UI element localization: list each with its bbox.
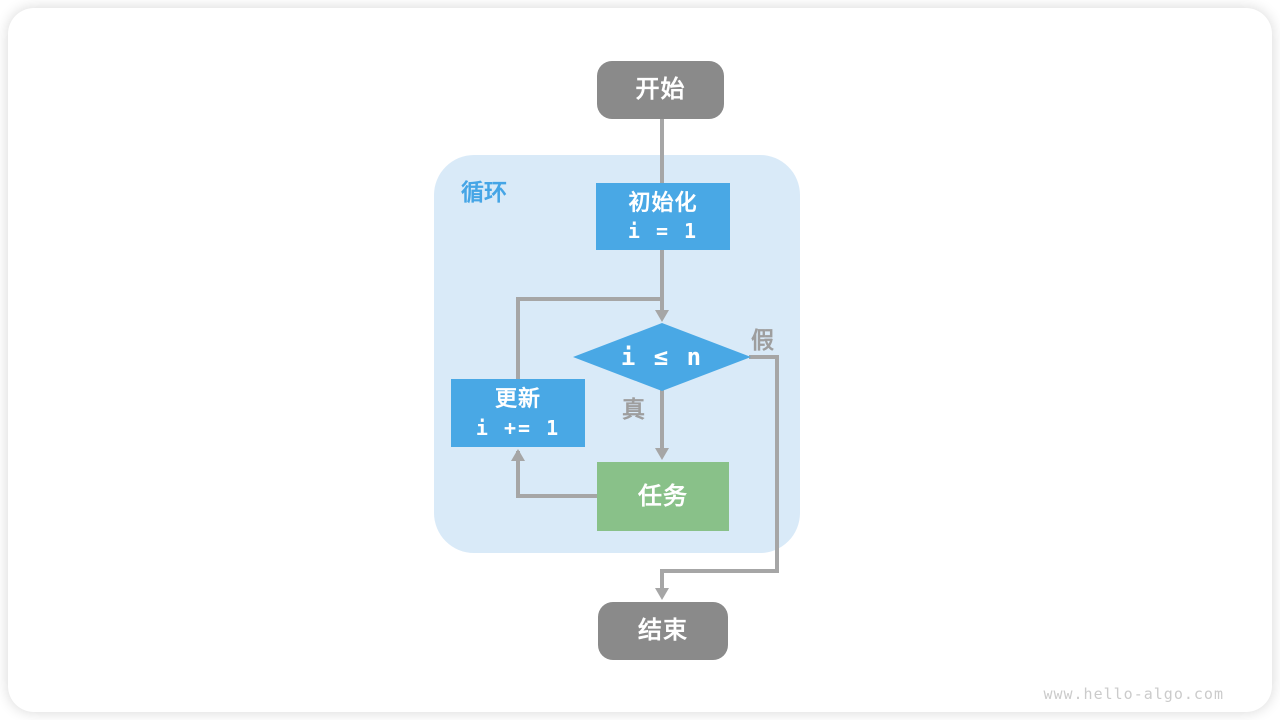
update-node: 更新 i += 1 — [451, 379, 585, 447]
update-node-code: i += 1 — [475, 415, 561, 440]
connector-task-to-update-horizontal — [516, 494, 600, 498]
connector-false-horizontal — [660, 569, 779, 573]
connector-false-out — [749, 355, 779, 359]
false-branch-label: 假 — [751, 327, 774, 353]
arrowhead-into-task — [655, 448, 669, 460]
loop-label: 循环 — [461, 179, 507, 205]
true-branch-label: 真 — [622, 396, 645, 422]
init-node: 初始化 i = 1 — [596, 183, 730, 250]
connector-task-to-update-vertical — [516, 451, 520, 498]
connector-loopback-vertical — [516, 297, 520, 379]
end-node-label: 结束 — [638, 617, 688, 644]
task-node: 任务 — [597, 462, 729, 531]
condition-node-code: i ≤ n — [620, 343, 704, 371]
watermark: www.hello-algo.com — [1043, 685, 1224, 703]
start-node: 开始 — [597, 61, 724, 119]
connector-false-vertical — [775, 355, 779, 573]
arrowhead-into-condition — [655, 310, 669, 322]
flowchart: 循环 开始 初始化 i = 1 i ≤ n 假 真 更新 — [8, 8, 1272, 712]
connector-to-end — [660, 569, 664, 592]
diagram-card: 循环 开始 初始化 i = 1 i ≤ n 假 真 更新 — [8, 8, 1272, 712]
init-node-title: 初始化 — [628, 189, 698, 215]
start-node-label: 开始 — [635, 76, 686, 103]
arrowhead-into-update — [511, 449, 525, 461]
end-node: 结束 — [598, 602, 728, 660]
init-node-code: i = 1 — [627, 219, 699, 244]
update-node-title: 更新 — [494, 386, 541, 412]
connector-loopback-horizontal — [516, 297, 664, 301]
connector-condition-to-task — [660, 389, 664, 452]
task-node-label: 任务 — [638, 482, 688, 510]
arrowhead-into-end — [655, 588, 669, 600]
